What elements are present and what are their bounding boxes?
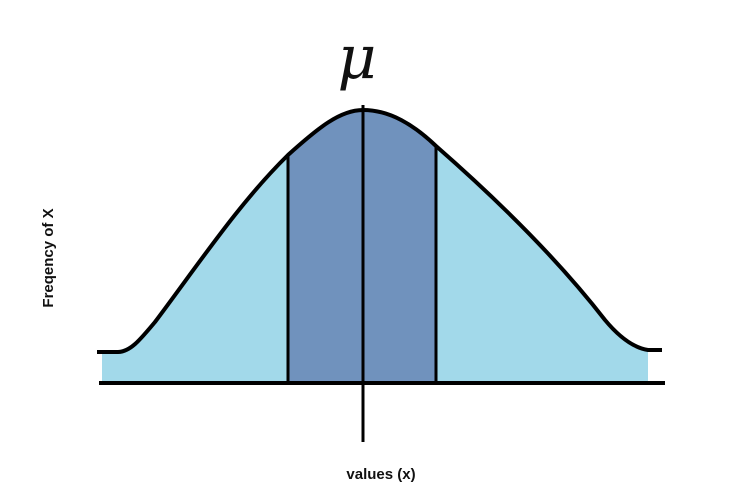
y-axis-label: Freqency of X bbox=[40, 208, 57, 307]
x-axis-label: values (x) bbox=[346, 466, 415, 483]
mean-symbol-label: μ bbox=[338, 23, 377, 93]
